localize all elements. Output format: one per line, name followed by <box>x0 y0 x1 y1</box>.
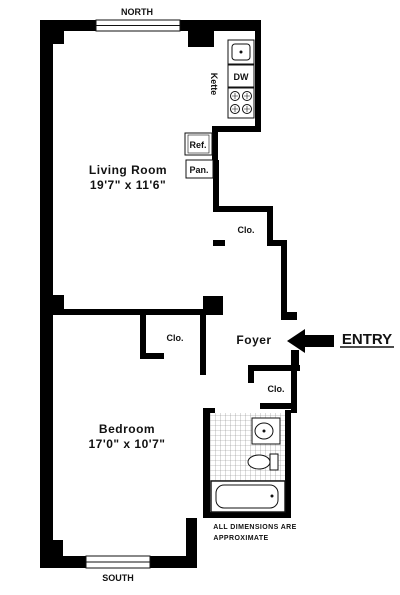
toilet <box>247 453 279 471</box>
kitchenette-label: Kette <box>209 73 219 96</box>
pantry <box>185 159 214 179</box>
foyer-label: Foyer <box>236 333 271 347</box>
walls <box>40 20 300 568</box>
approx-note-line2: APPROXIMATE <box>213 535 268 542</box>
stove <box>227 87 255 119</box>
north-label: NORTH <box>121 7 153 17</box>
bathroom-sink <box>251 417 281 445</box>
pantry-label: Pan. <box>189 165 208 175</box>
bedroom-dims: 17'0" x 10'7" <box>89 437 166 451</box>
north-window <box>95 19 181 32</box>
refrigerator <box>184 132 213 156</box>
foyer-closet-label: Clo. <box>268 384 285 394</box>
refrigerator-label: Ref. <box>189 140 206 150</box>
approx-note-line1: ALL DIMENSIONS ARE <box>213 524 296 531</box>
living-room-name: Living Room <box>89 163 167 177</box>
south-label: SOUTH <box>102 573 134 583</box>
bedroom-name: Bedroom <box>99 422 155 436</box>
entry-arrow <box>287 329 334 353</box>
living-closet-label: Clo. <box>238 225 255 235</box>
south-window <box>85 555 151 569</box>
bedroom-closet-label: Clo. <box>167 333 184 343</box>
kitchen-sink <box>227 39 255 65</box>
bathtub <box>210 480 286 513</box>
entry-label: ENTRY <box>342 331 392 348</box>
dishwasher-label: DW <box>234 72 249 82</box>
dishwasher <box>227 64 255 88</box>
living-room-dims: 19'7" x 11'6" <box>90 178 166 192</box>
